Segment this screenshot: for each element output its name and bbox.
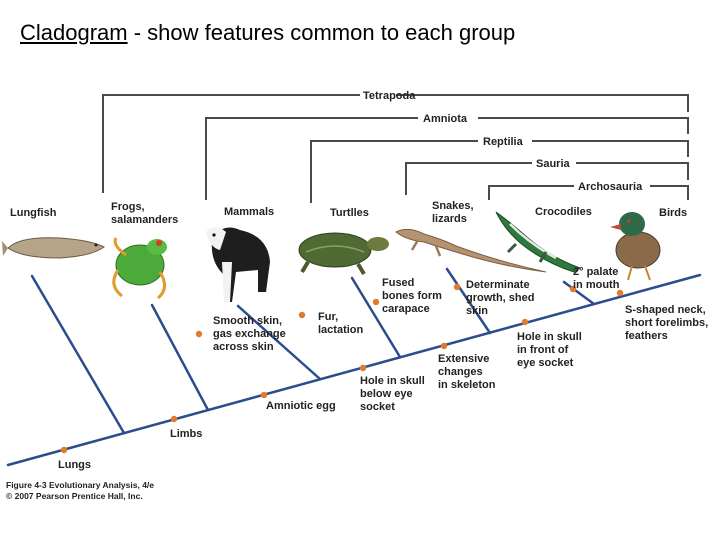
bracket-sauria [405, 162, 689, 195]
bird-illustration [610, 212, 661, 281]
branch-lungfish [30, 274, 126, 435]
trait-label-fur-1: Fur, [318, 311, 338, 323]
trait-label-amniotic-egg: Amniotic egg [266, 400, 336, 412]
trait-label-determinate-growth-1: Determinate [466, 279, 530, 291]
branch-frogs [150, 303, 210, 412]
trait-label-hole-below-eye-3: socket [360, 401, 395, 413]
taxon-label-frogs: Frogs, [111, 201, 145, 213]
trait-label-determinate-growth-3: skin [466, 305, 488, 317]
clade-label-tetrapoda: Tetrapoda [363, 90, 416, 102]
marker-lungs [60, 446, 68, 454]
trait-label-smooth-skin-2: gas exchange [213, 328, 286, 340]
slide-title-rest: - show features common to each group [127, 20, 516, 45]
trait-label-extensive-changes-2: changes [438, 366, 483, 378]
branch-mammals [236, 304, 322, 381]
trait-label-fur-2: lactation [318, 324, 364, 336]
trait-label-fused-bones-3: carapace [382, 303, 430, 315]
figure-caption-line2: © 2007 Pearson Prentice Hall, Inc. [6, 491, 143, 501]
marker-limbs [170, 415, 178, 423]
taxon-label-lungfish: Lungfish [10, 207, 57, 219]
figure-caption-line1: Figure 4-3 Evolutionary Analysis, 4/e [6, 480, 154, 490]
bracket-tetrapoda [102, 94, 689, 193]
marker-hole-below-eye [359, 364, 367, 372]
taxon-label-crocodiles: Crocodiles [535, 206, 592, 218]
clade-label-reptilia: Reptilia [483, 136, 524, 148]
marker-s-neck [616, 289, 624, 297]
trait-label-s-neck-1: S-shaped neck, [625, 304, 706, 316]
taxon-label-turtles: Turtlles [330, 207, 369, 219]
marker-determinate-growth [453, 283, 461, 291]
marker-fur [298, 311, 306, 319]
branch-snakes [445, 267, 492, 335]
main-axis [6, 273, 702, 467]
branch-turtles [350, 276, 402, 359]
branch-crocodiles [562, 280, 596, 306]
bracket-amniota [205, 117, 689, 200]
trait-label-extensive-changes-3: in skeleton [438, 379, 496, 391]
bracket-archosauria [488, 185, 689, 200]
lizard-illustration [395, 228, 547, 273]
marker-fused-bones [372, 298, 380, 306]
slide-title-term: Cladogram [20, 20, 128, 45]
clade-brackets [102, 94, 689, 203]
taxon-label-mammals: Mammals [224, 206, 274, 218]
trait-label-lungs: Lungs [58, 459, 91, 471]
trait-label-extensive-changes-1: Extensive [438, 353, 489, 365]
trait-label-fused-bones-2: bones form [382, 290, 442, 302]
marker-palate [569, 285, 577, 293]
frog-illustration [112, 237, 167, 300]
marker-extensive-changes [440, 342, 448, 350]
taxon-label-snakes: Snakes, [432, 200, 474, 212]
marker-hole-front-eye [521, 318, 529, 326]
mammal-illustration [206, 227, 270, 302]
taxon-label-lizards: lizards [432, 213, 467, 225]
trait-label-hole-below-eye-2: below eye [360, 388, 413, 400]
turtle-illustration [298, 232, 389, 276]
trait-label-hole-front-eye-2: in front of [517, 344, 569, 356]
trait-label-smooth-skin-1: Smooth skin, [213, 315, 282, 327]
trait-label-fused-bones-1: Fused [382, 277, 414, 289]
bracket-reptilia [310, 140, 689, 203]
marker-amniotic-egg [260, 391, 268, 399]
trait-label-s-neck-2: short forelimbs, [625, 317, 708, 329]
clade-label-archosauria: Archosauria [578, 181, 643, 193]
crocodile-illustration [495, 211, 582, 273]
lungfish-illustration [2, 237, 105, 259]
trait-label-hole-front-eye-3: eye socket [517, 357, 574, 369]
slide-title: Cladogram - show features common to each… [20, 20, 515, 46]
clade-label-amniota: Amniota [423, 113, 468, 125]
trait-label-hole-front-eye-1: Hole in skull [517, 331, 582, 343]
trait-label-hole-below-eye-1: Hole in skull [360, 375, 425, 387]
trait-label-s-neck-3: feathers [625, 330, 668, 342]
clade-label-sauria: Sauria [536, 158, 571, 170]
trait-label-palate-2: in mouth [573, 279, 620, 291]
taxon-label-salamanders: salamanders [111, 214, 178, 226]
taxon-label-birds: Birds [659, 207, 687, 219]
cladogram-branches [6, 267, 702, 467]
trait-markers [60, 283, 624, 454]
marker-smooth-skin [195, 330, 203, 338]
trait-label-determinate-growth-2: growth, shed [466, 292, 534, 304]
trait-label-palate-1: 2° palate [573, 266, 618, 278]
trait-label-smooth-skin-3: across skin [213, 341, 274, 353]
trait-label-limbs: Limbs [170, 428, 202, 440]
